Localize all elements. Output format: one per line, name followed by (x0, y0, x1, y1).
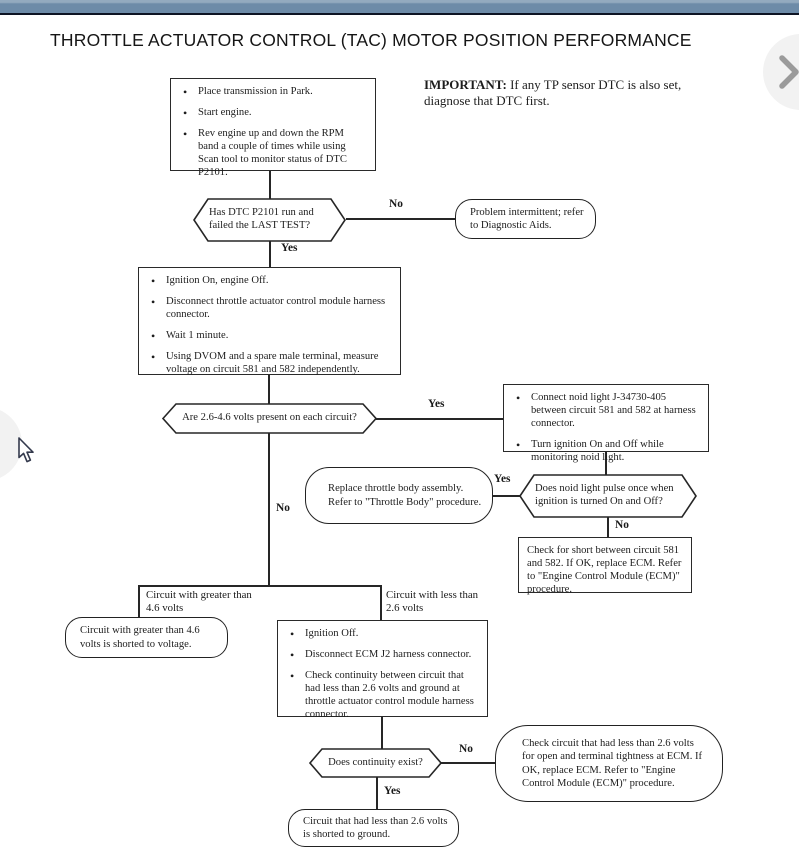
connector-line (441, 762, 496, 764)
branch-label-no: No (615, 519, 629, 531)
step-text: Check for short between circuit 581 and … (527, 545, 682, 595)
connector-line (346, 218, 456, 220)
prev-page-button[interactable] (0, 407, 22, 481)
step-item: Wait 1 minute. (147, 329, 392, 344)
connector-line (269, 241, 271, 268)
terminal-text: Check circuit that had less than 2.6 vol… (522, 738, 703, 789)
connector-line (381, 716, 383, 749)
branch-caption-high-voltage: Circuit with greater than 4.6 volts (146, 589, 252, 614)
terminal-problem-intermittent: Problem intermittent; refer to Diagnosti… (455, 199, 596, 239)
connector-line (376, 418, 504, 420)
connector-line (492, 495, 520, 497)
decision-text: Does noid light pulse once when ignition… (535, 483, 674, 507)
step-measure-voltage: Ignition On, engine Off. Disconnect thro… (138, 267, 401, 375)
next-page-button[interactable] (763, 34, 799, 110)
important-note: IMPORTANT: If any TP sensor DTC is also … (424, 77, 702, 110)
chevron-right-icon (779, 55, 799, 89)
terminal-text: Circuit with greater than 4.6 volts is s… (80, 625, 200, 650)
terminal-text: Circuit that had less than 2.6 volts is … (303, 815, 448, 840)
terminal-check-circuit-open: Check circuit that had less than 2.6 vol… (495, 725, 723, 802)
branch-caption-low-voltage: Circuit with less than 2.6 volts (386, 589, 479, 614)
hexagon-shape (309, 748, 442, 778)
window-top-bar (0, 0, 799, 15)
step-noid-light: Connect noid light J-34730-405 between c… (503, 384, 709, 463)
connector-line (269, 170, 271, 200)
connector-line (607, 517, 609, 538)
decision-continuity: Does continuity exist? (309, 748, 442, 778)
terminal-text: Problem intermittent; refer to Diagnosti… (470, 206, 584, 231)
important-label: IMPORTANT: (424, 77, 507, 92)
step-initial-setup: Place transmission in Park. Start engine… (170, 78, 376, 178)
connector-line (138, 585, 381, 587)
step-item: Disconnect ECM J2 harness connector. (286, 648, 479, 663)
step-item: Ignition On, engine Off. (147, 274, 392, 289)
connector-line (376, 777, 378, 811)
branch-label-no: No (389, 198, 403, 210)
step-check-short: Check for short between circuit 581 and … (518, 537, 692, 595)
page-title: THROTTLE ACTUATOR CONTROL (TAC) MOTOR PO… (50, 30, 692, 50)
step-item: Turn ignition On and Off while monitorin… (512, 438, 700, 465)
connector-line (138, 585, 140, 618)
step-item: Check continuity between circuit that ha… (286, 669, 479, 722)
branch-label-yes: Yes (281, 242, 298, 254)
branch-label-yes: Yes (384, 785, 401, 797)
decision-dtc-run: Has DTC P2101 run and failed the LAST TE… (193, 198, 346, 242)
decision-text: Has DTC P2101 run and failed the LAST TE… (209, 207, 314, 231)
decision-volts-present: Are 2.6-4.6 volts present on each circui… (162, 403, 377, 434)
step-item: Ignition Off. (286, 627, 479, 642)
connector-line (380, 585, 382, 620)
hexagon-shape (193, 198, 346, 242)
important-text: If any TP sensor DTC is also set, diagno… (424, 77, 682, 109)
step-item: Place transmission in Park. (179, 85, 367, 100)
decision-noid-pulse: Does noid light pulse once when ignition… (519, 474, 697, 518)
connector-line (268, 375, 270, 404)
terminal-text: Replace throttle body assembly. Refer to… (328, 483, 482, 508)
branch-label-no: No (276, 502, 290, 514)
step-item: Start engine. (179, 106, 367, 121)
step-item: Using DVOM and a spare male terminal, me… (147, 350, 392, 377)
decision-text: Are 2.6-4.6 volts present on each circui… (182, 412, 357, 424)
step-item: Rev engine up and down the RPM band a co… (179, 127, 367, 180)
decision-text: Does continuity exist? (328, 756, 423, 768)
terminal-shorted-to-voltage: Circuit with greater than 4.6 volts is s… (65, 617, 228, 658)
branch-label-no: No (459, 743, 473, 755)
step-item: Disconnect throttle actuator control mod… (147, 295, 392, 322)
step-check-continuity: Ignition Off. Disconnect ECM J2 harness … (277, 620, 488, 720)
step-item: Connect noid light J-34730-405 between c… (512, 391, 700, 431)
hexagon-shape (519, 474, 697, 518)
terminal-shorted-to-ground: Circuit that had less than 2.6 volts is … (288, 809, 459, 847)
hexagon-shape (162, 403, 377, 434)
connector-line (268, 433, 270, 586)
mouse-cursor-icon (18, 437, 34, 463)
terminal-replace-throttle-body: Replace throttle body assembly. Refer to… (305, 467, 493, 524)
branch-label-yes: Yes (494, 473, 511, 485)
branch-label-yes: Yes (428, 398, 445, 410)
